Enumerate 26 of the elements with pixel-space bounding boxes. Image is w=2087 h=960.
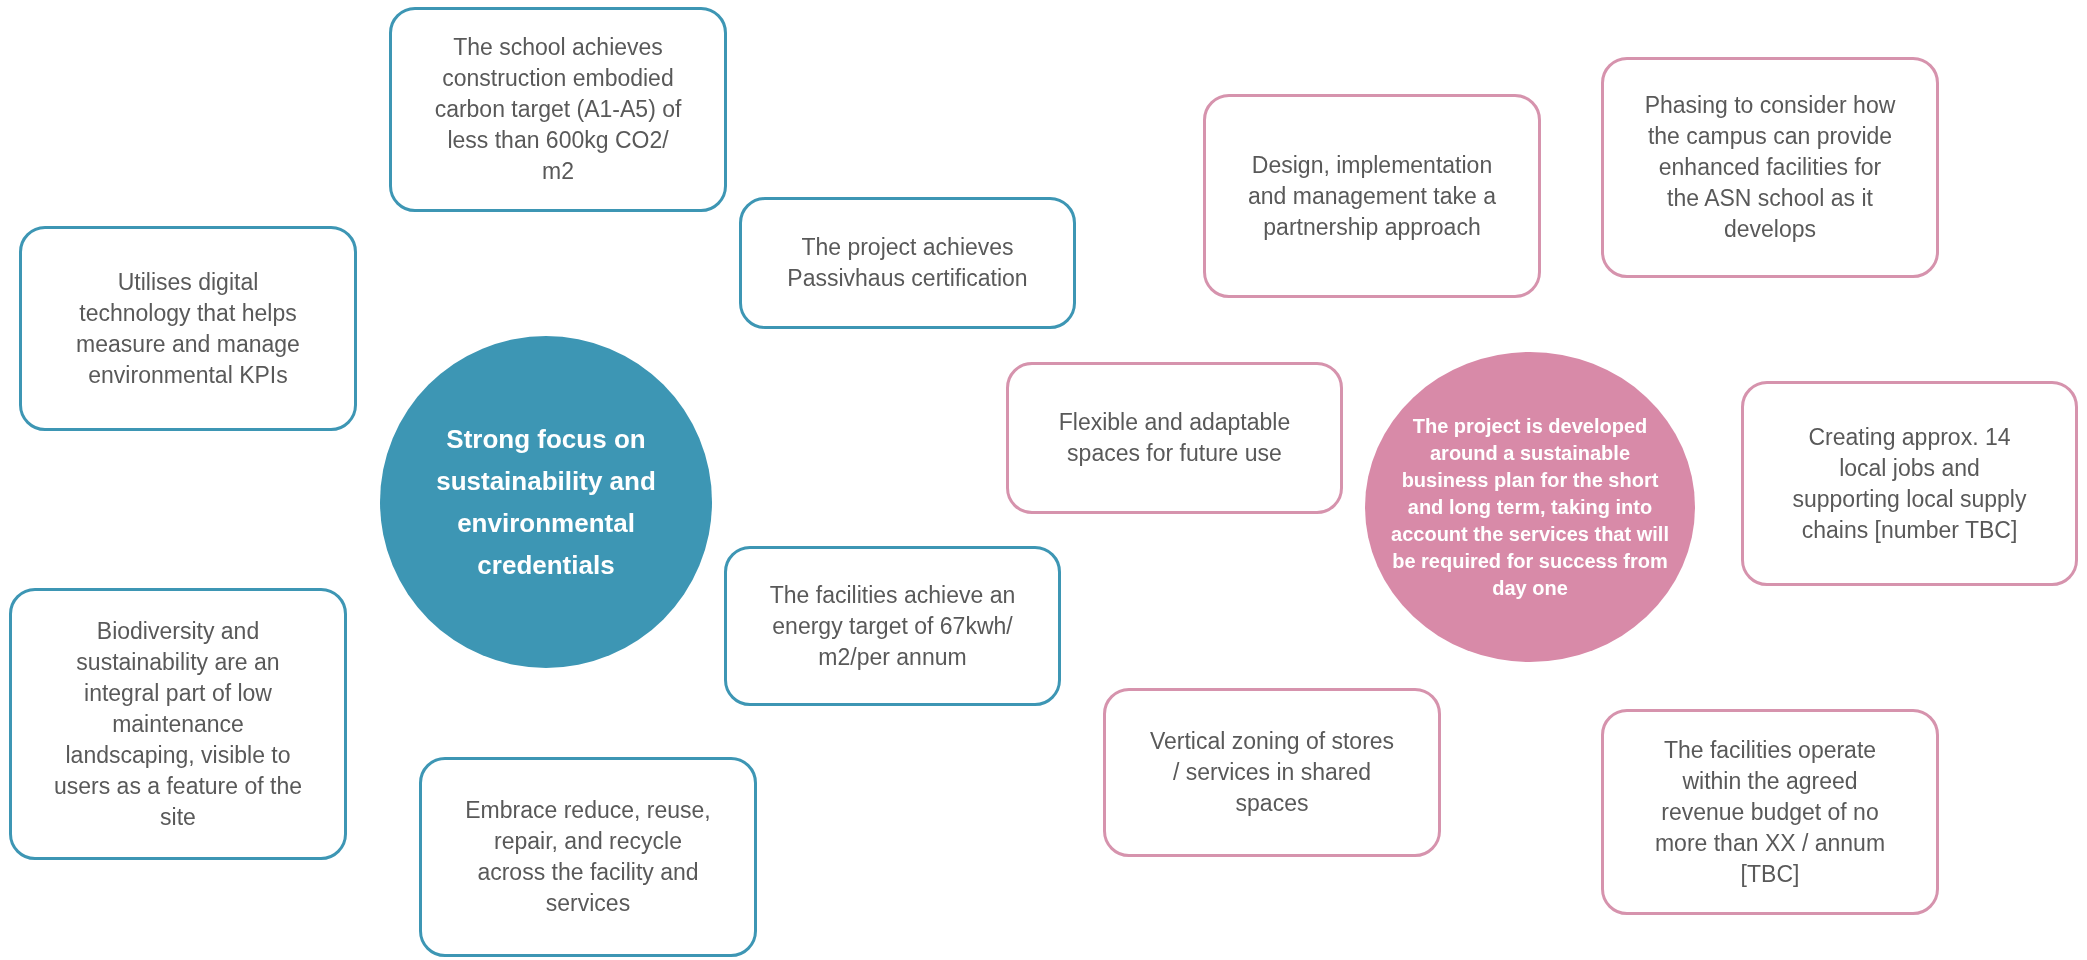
outcome-box	[1741, 381, 2078, 586]
outcome-box	[1203, 94, 1541, 298]
box-text: The project is developed around a sustainable business plan for the short and long term, taking into account the services that will be required for success from day one	[1390, 413, 1670, 601]
box-text: Embrace reduce, reuse, repair, and recycle across the facility and services	[464, 796, 712, 918]
box-text: The project achieves Passivhaus certification	[786, 233, 1029, 293]
box-text: The school achieves construction embodied carbon target (A1-A5) of less than 600kg CO2/ m2	[433, 33, 683, 186]
box-text: Phasing to consider how the campus can provide enhanced facilities for the ASN school as it develops	[1644, 91, 1896, 244]
outcome-box	[1006, 362, 1343, 514]
outcome-box	[9, 588, 347, 860]
box-text: The facilities achieve an energy target of 67kwh/ m2/per annum	[768, 580, 1017, 672]
box-text: Flexible and adaptable spaces for future use	[1057, 408, 1292, 468]
box-text: Strong focus on sustainability and environmental credentials	[435, 423, 657, 582]
outcome-box	[389, 7, 727, 212]
outcome-box	[1601, 57, 1939, 278]
box-text: The facilities operate within the agreed revenue budget of no more than XX / annum [TBC]	[1653, 735, 1887, 889]
box-text: Creating approx. 14 local jobs and supporting local supply chains [number TBC]	[1791, 422, 2028, 545]
outcome-box	[739, 197, 1076, 329]
outcome-box	[19, 226, 357, 431]
box-text: Design, implementation and management take a partnership approach	[1246, 150, 1498, 242]
outcome-box	[1103, 688, 1441, 857]
box-text: Utilises digital technology that helps measure and manage environmental KPIs	[75, 267, 301, 390]
outcome-box	[724, 546, 1061, 706]
outcome-box	[419, 757, 757, 957]
outcome-box	[1601, 709, 1939, 915]
box-text: Vertical zoning of stores / services in shared spaces	[1148, 727, 1396, 818]
box-text: Biodiversity and sustainability are an integral part of low maintenance landscaping, visible to users as a feature of the site	[52, 616, 303, 832]
